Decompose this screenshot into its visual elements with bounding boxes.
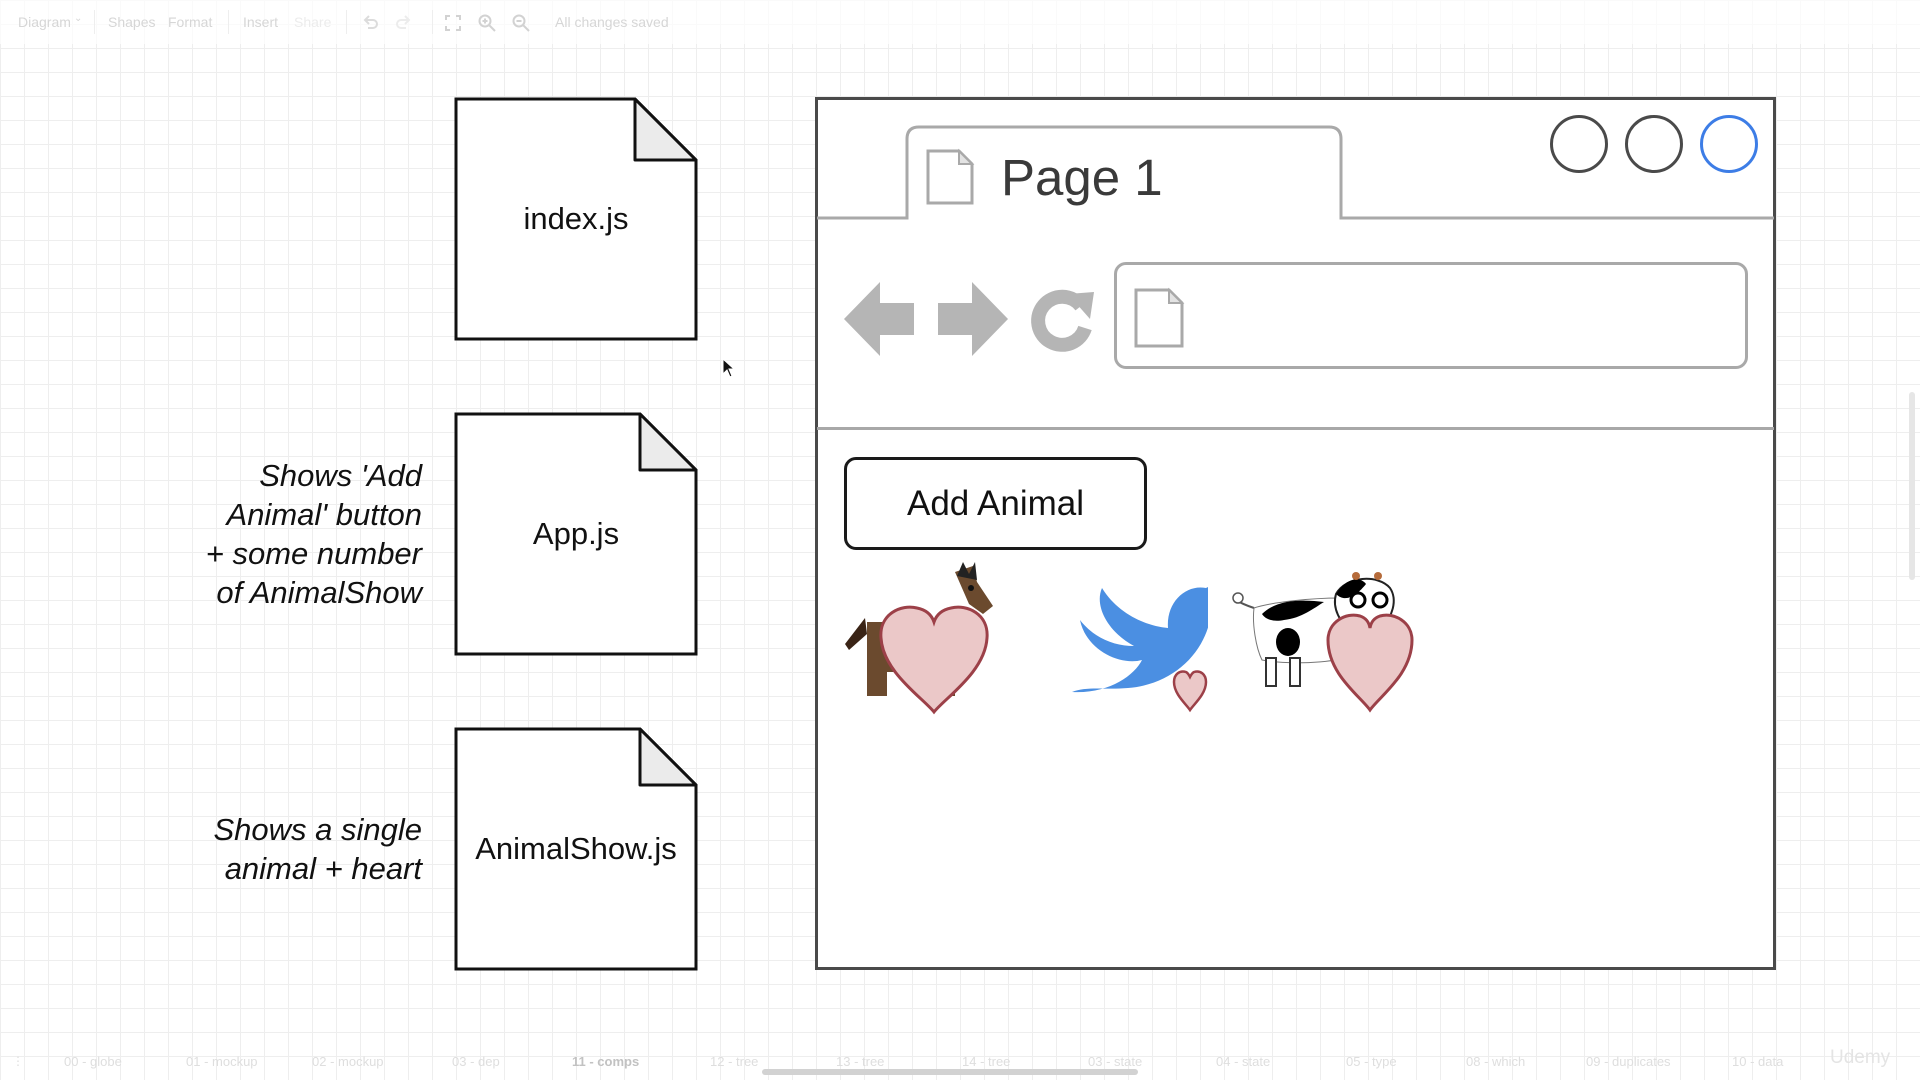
page-tab[interactable]: 02 - mockup xyxy=(312,1054,384,1069)
window-control-button-active[interactable] xyxy=(1700,115,1758,173)
window-control-button[interactable] xyxy=(1550,115,1608,173)
more-options-icon[interactable]: ⋮ xyxy=(12,1054,24,1068)
page-tab[interactable]: 04 - state xyxy=(1216,1054,1271,1069)
insert-menu[interactable]: Insert xyxy=(243,14,279,30)
shapes-button[interactable]: Shapes xyxy=(108,14,156,30)
page-icon xyxy=(1134,287,1185,348)
mouse-cursor-icon xyxy=(722,358,736,378)
browser-tab[interactable] xyxy=(815,97,1776,227)
horizontal-scrollbar[interactable] xyxy=(762,1069,1138,1075)
address-bar[interactable] xyxy=(1114,262,1748,369)
bird-animal[interactable] xyxy=(1068,580,1208,714)
page-tab[interactable]: 00 - globe xyxy=(64,1054,122,1069)
app-js-note: Shows 'Add Animal' button + some number … xyxy=(62,456,422,612)
fullscreen-icon[interactable] xyxy=(443,13,463,33)
twitter-bird-icon xyxy=(1072,587,1208,693)
save-status: All changes saved xyxy=(555,14,669,30)
note-line: Animal' button xyxy=(226,497,422,532)
toolbar-divider xyxy=(94,10,95,34)
toolbar-divider xyxy=(432,10,433,34)
chevron-down-icon[interactable]: ⌄ xyxy=(74,13,83,24)
page-tab[interactable]: 12 - tree xyxy=(710,1054,759,1069)
note-line: Shows a single xyxy=(213,812,422,847)
page-tab[interactable]: 10 - data xyxy=(1732,1054,1784,1069)
note-line: animal + heart xyxy=(224,851,422,886)
file-app-js[interactable]: App.js xyxy=(454,412,698,656)
page-tab[interactable]: 08 - which xyxy=(1466,1054,1526,1069)
animalshow-js-note: Shows a single animal + heart xyxy=(62,810,422,888)
heart-icon xyxy=(1172,670,1208,713)
page-tab[interactable]: 03 - dep xyxy=(452,1054,500,1069)
page-tab[interactable]: 05 - type xyxy=(1346,1054,1397,1069)
redo-icon[interactable] xyxy=(394,13,414,33)
page-tab[interactable]: 09 - duplicates xyxy=(1586,1054,1671,1069)
format-button[interactable]: Format xyxy=(168,14,213,30)
diagram-menu[interactable]: Diagram xyxy=(18,14,71,30)
undo-icon[interactable] xyxy=(360,13,380,33)
heart-icon xyxy=(1326,613,1414,713)
vertical-scrollbar[interactable] xyxy=(1909,392,1915,580)
page-tab[interactable]: 13 - tree xyxy=(836,1054,885,1069)
page-icon xyxy=(926,148,975,205)
toolbar-divider xyxy=(228,10,229,34)
file-animalshow-js[interactable]: AnimalShow.js xyxy=(454,727,698,971)
toolbar: Diagram ⌄ Shapes Format Insert Share All… xyxy=(0,0,1920,44)
back-arrow-icon[interactable] xyxy=(844,282,916,356)
reload-icon[interactable] xyxy=(1028,286,1096,354)
window-control-button[interactable] xyxy=(1625,115,1683,173)
note-line: of AnimalShow xyxy=(216,575,422,610)
page-tabs-bar: ⋮ 00 - globe 01 - mockup 02 - mockup 03 … xyxy=(0,1054,1920,1080)
toolbar-divider xyxy=(817,427,1774,430)
file-name: AnimalShow.js xyxy=(475,831,677,866)
page-tab[interactable]: 03 - state xyxy=(1088,1054,1143,1069)
file-name: index.js xyxy=(523,201,629,236)
note-line: + some number xyxy=(205,536,422,571)
horse-animal[interactable] xyxy=(843,562,1023,722)
toolbar-divider xyxy=(346,10,347,34)
heart-icon xyxy=(879,605,989,715)
share-button[interactable]: Share xyxy=(294,14,332,30)
tab-title: Page 1 xyxy=(1001,149,1163,206)
document-icon xyxy=(454,727,698,971)
document-icon xyxy=(454,412,698,656)
forward-arrow-icon[interactable] xyxy=(936,282,1008,356)
page-tab[interactable]: 14 - tree xyxy=(962,1054,1011,1069)
note-line: Shows 'Add xyxy=(259,458,422,493)
zoom-out-icon[interactable] xyxy=(511,13,531,33)
add-animal-button[interactable]: Add Animal xyxy=(844,457,1147,550)
cow-animal[interactable] xyxy=(1232,568,1422,718)
file-name: App.js xyxy=(532,516,620,551)
page-tab-active[interactable]: 11 - comps xyxy=(572,1054,640,1069)
document-icon xyxy=(454,97,698,341)
page-tab[interactable]: 01 - mockup xyxy=(186,1054,258,1069)
file-index-js[interactable]: index.js xyxy=(454,97,698,341)
udemy-watermark: Udemy xyxy=(1830,1047,1891,1068)
zoom-in-icon[interactable] xyxy=(477,13,497,33)
